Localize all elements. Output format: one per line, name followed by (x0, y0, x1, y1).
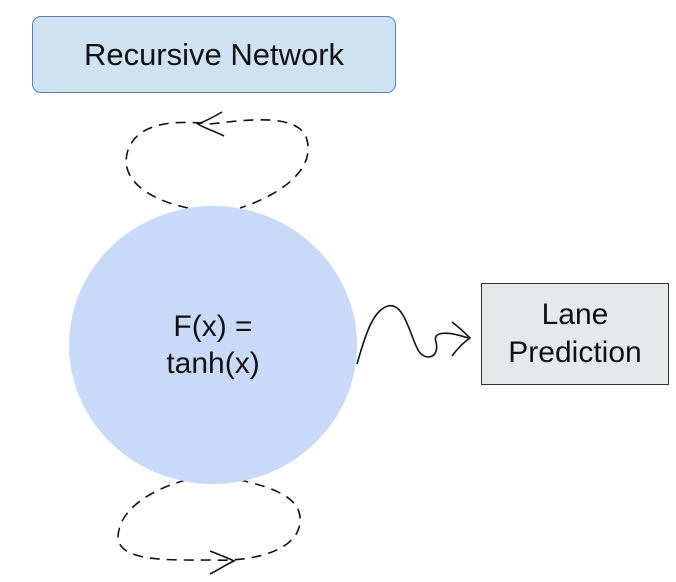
title-label: Recursive Network (83, 36, 345, 72)
lane-prediction-line2: Prediction (508, 336, 642, 369)
top-loop-edge (125, 119, 309, 209)
bottom-loop-arrowhead (209, 550, 236, 575)
tanh-node: F(x) = tanh(x) (69, 206, 357, 484)
bottom-loop-edge (117, 479, 301, 561)
output-edge-arrowhead (451, 321, 472, 357)
tanh-node-line2: tanh(x) (166, 347, 260, 380)
title-box: Recursive Network (32, 16, 396, 93)
tanh-node-line1: F(x) = (173, 310, 253, 343)
output-edge (356, 305, 469, 365)
lane-prediction-line1: Lane (541, 298, 609, 331)
lane-prediction-box: Lane Prediction (481, 283, 669, 385)
top-loop-arrowhead (196, 111, 225, 137)
